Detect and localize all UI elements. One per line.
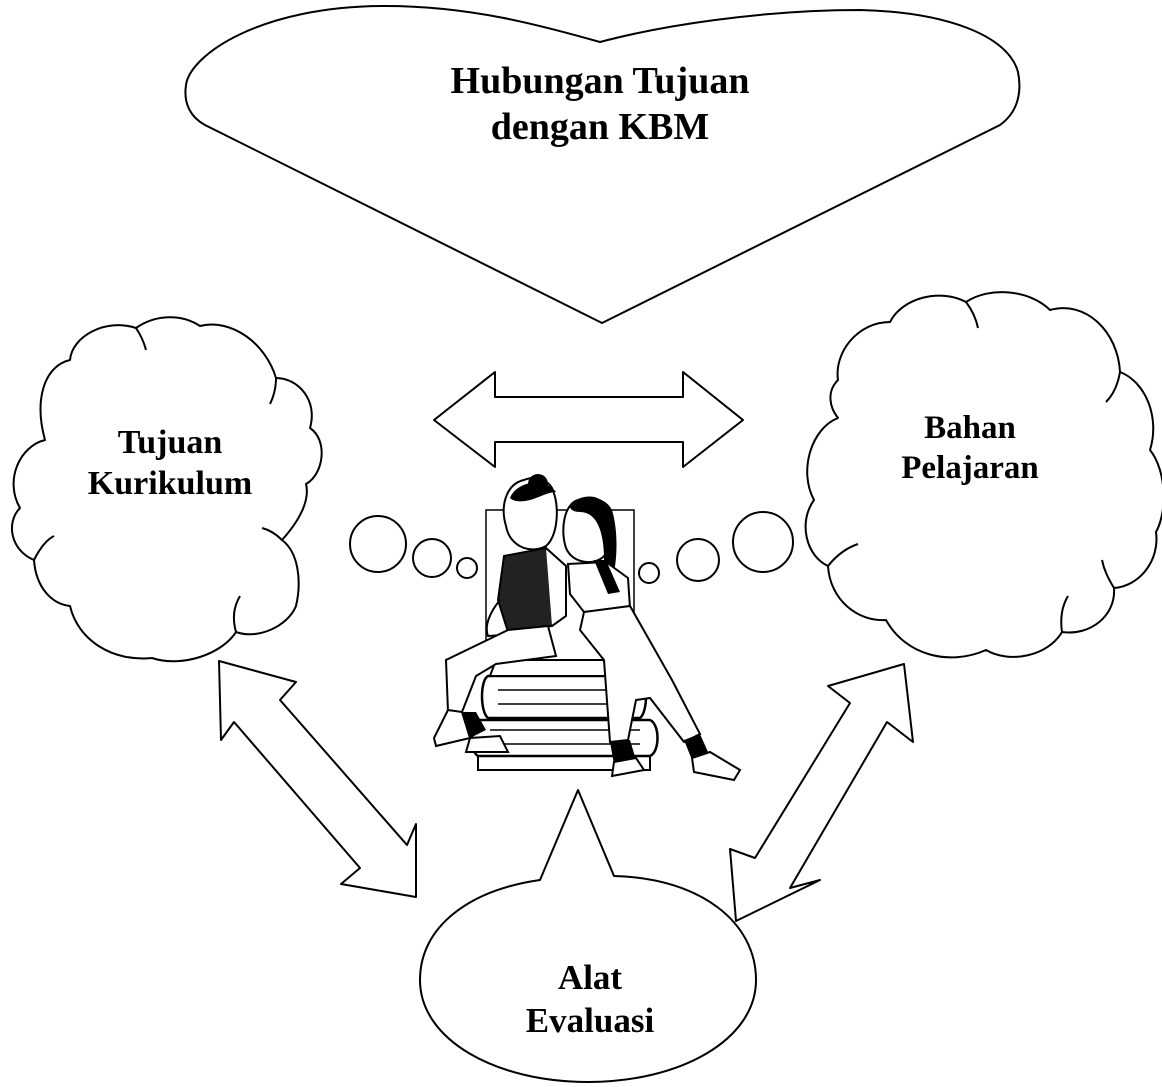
- diagram-title-line2: dengan KBM: [490, 106, 710, 149]
- children-on-books-illustration: [432, 474, 742, 782]
- thought-bubble-right-large: [732, 511, 794, 573]
- bahan-pelajaran-label: Bahan Pelajaran: [830, 408, 1110, 489]
- tujuan-kurikulum-line1: Tujuan: [117, 424, 223, 461]
- alat-evaluasi-line1: Alat: [557, 958, 623, 997]
- diagram-title: Hubungan Tujuan dengan KBM: [350, 58, 850, 151]
- alat-evaluasi-label: Alat Evaluasi: [460, 957, 720, 1042]
- tujuan-kurikulum-label: Tujuan Kurikulum: [40, 422, 300, 505]
- thought-bubble-right-small: [638, 562, 660, 584]
- bahan-pelajaran-line2: Pelajaran: [901, 450, 1039, 487]
- bahan-pelajaran-line1: Bahan: [924, 410, 1016, 446]
- thought-bubble-left-small: [456, 557, 478, 579]
- thought-bubble-left-medium: [412, 538, 452, 578]
- alat-evaluasi-line2: Evaluasi: [525, 1000, 655, 1040]
- alat-evaluasi-bubble: [419, 789, 757, 1083]
- arrow-tujuan-evaluasi: [218, 660, 417, 898]
- thought-bubble-left-large: [349, 515, 407, 573]
- tujuan-kurikulum-line2: Kurikulum: [87, 465, 253, 503]
- arrow-bahan-evaluasi: [729, 663, 914, 922]
- thought-bubble-right-medium: [676, 538, 720, 582]
- diagram-title-line1: Hubungan Tujuan: [450, 60, 750, 102]
- bahan-pelajaran-cloud: [804, 291, 1162, 659]
- title-heart-shape: [184, 5, 1021, 324]
- arrow-tujuan-bahan: [433, 371, 744, 468]
